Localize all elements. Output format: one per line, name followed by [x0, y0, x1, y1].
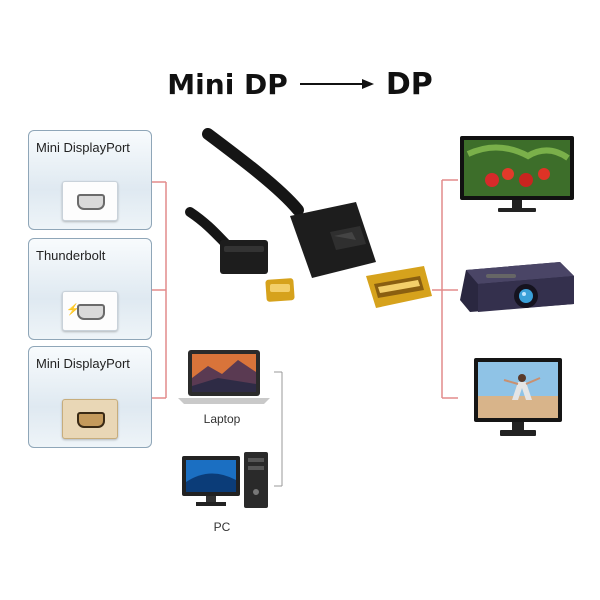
port-card-thunderbolt: Thunderbolt ⚡ [28, 238, 152, 340]
port-card-mini-displayport-2: Mini DisplayPort [28, 346, 152, 448]
projector-icon [460, 262, 574, 312]
port-card-mini-displayport-1: Mini DisplayPort [28, 130, 152, 230]
port-label: Mini DisplayPort [36, 140, 130, 155]
headline-to: DP [385, 66, 433, 102]
thunderbolt-socket-icon: ⚡ [62, 291, 118, 331]
mini-displayport-socket-icon [62, 399, 118, 439]
laptop-icon [178, 350, 270, 404]
port-label: Mini DisplayPort [36, 356, 130, 371]
device-label-laptop: Laptop [203, 412, 241, 426]
monitor-icon [460, 136, 574, 212]
arrow-right-icon [299, 79, 374, 89]
port-label: Thunderbolt [36, 248, 106, 263]
tv-icon [474, 358, 562, 436]
headline-from: Mini DP [167, 67, 288, 101]
device-label-pc: PC [213, 520, 231, 534]
desktop-pc-icon [182, 452, 268, 508]
headline: Mini DP DP [150, 62, 450, 106]
mini-displayport-socket-icon [62, 181, 118, 221]
mini-dp-to-dp-cable-icon [185, 128, 432, 308]
